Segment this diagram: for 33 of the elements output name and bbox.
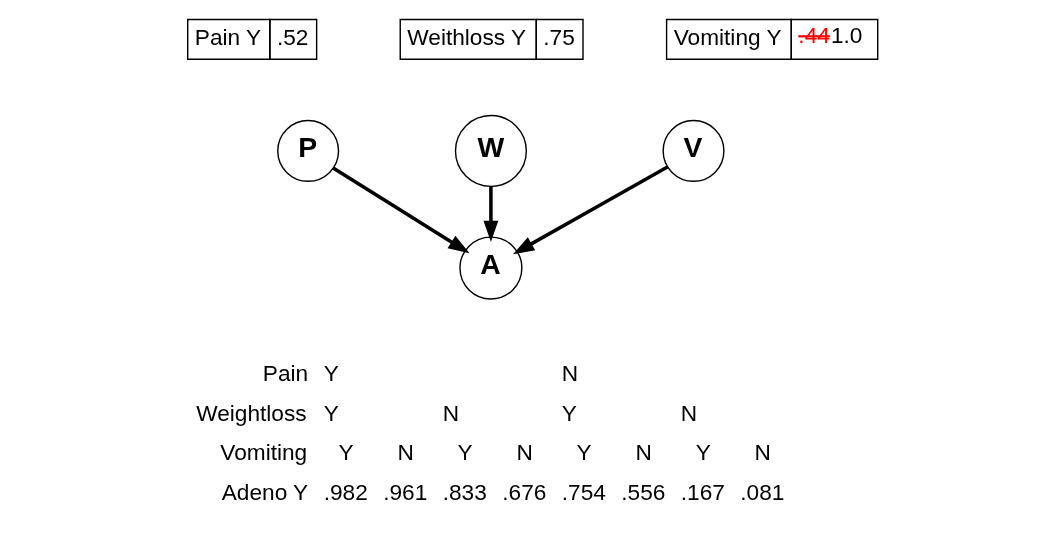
label: N <box>635 439 652 466</box>
label: Y <box>457 439 473 466</box>
label: Adeno Y <box>221 479 309 506</box>
label: .982 <box>323 479 368 506</box>
label: .556 <box>621 479 666 506</box>
label: Vomiting <box>220 439 308 466</box>
label: Weightloss <box>196 399 307 426</box>
label: Y <box>323 360 339 387</box>
label: .961 <box>383 479 428 506</box>
label: N <box>442 399 460 426</box>
label: N <box>680 399 698 426</box>
label: .52 <box>276 23 309 50</box>
label: N <box>561 360 579 387</box>
label: N <box>516 439 533 466</box>
label: .754 <box>561 479 606 506</box>
label: Y <box>561 399 577 426</box>
label: Weithloss Y <box>407 23 527 50</box>
label: Pain Y <box>194 23 262 50</box>
label: Y <box>576 439 592 466</box>
label: .081 <box>740 479 785 506</box>
label: .833 <box>442 479 487 506</box>
label: Y <box>323 399 339 426</box>
label: N <box>397 439 414 466</box>
label: N <box>754 439 771 466</box>
label: Y <box>695 439 711 466</box>
label: .44 <box>798 22 830 49</box>
label: Y <box>338 439 354 466</box>
label: Vomiting Y <box>673 23 782 50</box>
label: Pain <box>262 360 309 387</box>
label: 1.0 <box>830 22 863 49</box>
label: .676 <box>502 479 547 506</box>
label: .167 <box>680 479 725 506</box>
label: .75 <box>543 23 575 50</box>
